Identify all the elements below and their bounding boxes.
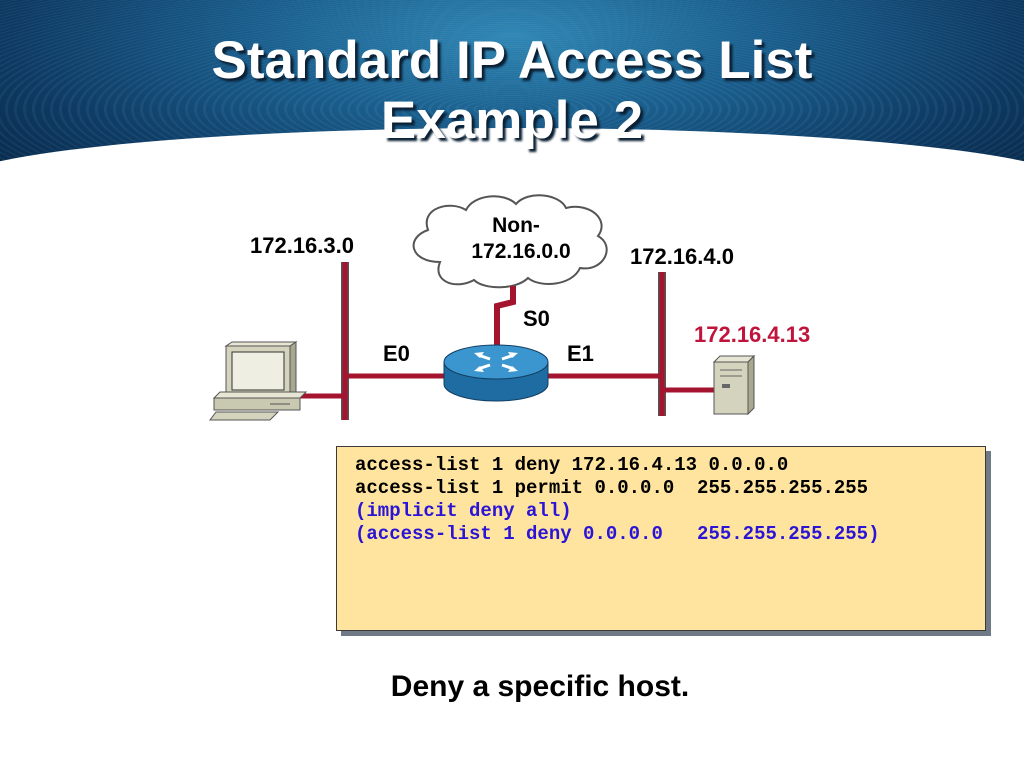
server-icon (712, 354, 756, 416)
acl-line-implicit: (access-list 1 deny 0.0.0.0 255.255.255.… (355, 523, 880, 545)
slide-title-line-1: Standard IP Access List (211, 31, 813, 90)
left-network-label: 172.16.3.0 (250, 233, 354, 258)
wan-cloud (412, 194, 608, 289)
acl-config-box (336, 446, 986, 631)
acl-line: access-list 1 deny 172.16.4.13 0.0.0.0 (355, 454, 789, 476)
serial-link (494, 286, 516, 348)
cloud-label-line-2: 172.16.0.0 (471, 240, 571, 263)
acl-line-implicit: (implicit deny all) (355, 500, 572, 522)
workstation-icon (209, 341, 308, 421)
slide-caption: Deny a specific host. (390, 670, 690, 703)
acl-line: access-list 1 permit 0.0.0.0 255.255.255… (355, 477, 869, 499)
e1-interface-label: E1 (567, 341, 594, 366)
slide-title-line-2: Example 2 (380, 91, 644, 150)
title-banner (0, 0, 1024, 182)
host-ip-label: 172.16.4.13 (694, 322, 811, 347)
router-icon (443, 344, 549, 402)
serial-interface-label: S0 (523, 306, 550, 331)
e0-interface-label: E0 (383, 341, 410, 366)
right-network-label: 172.16.4.0 (630, 244, 734, 269)
cloud-label-line-1: Non- (492, 214, 540, 237)
